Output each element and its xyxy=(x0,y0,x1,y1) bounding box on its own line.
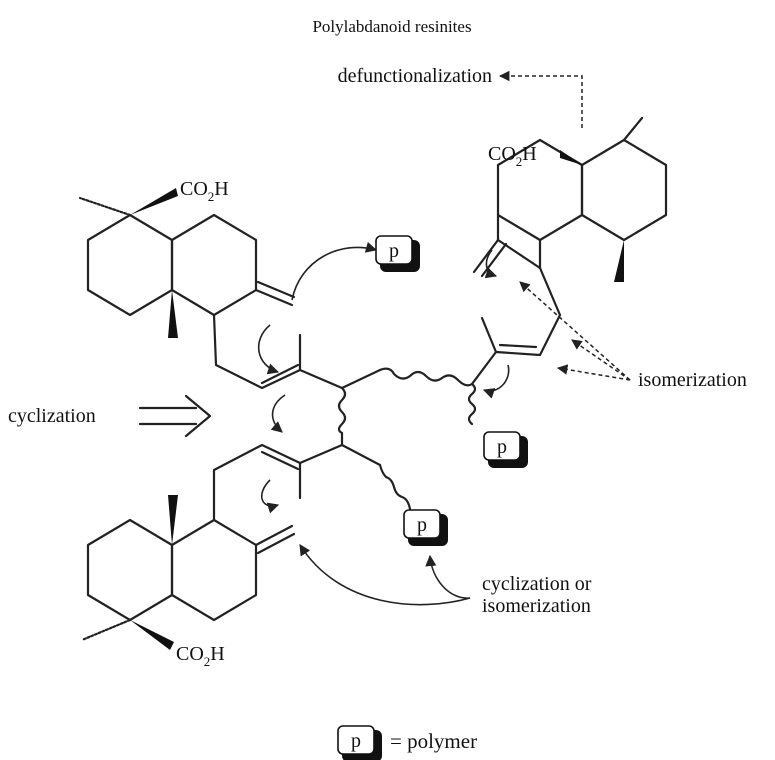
top-right-labdane-unit xyxy=(472,116,668,357)
cyclization-label: cyclization xyxy=(8,405,96,427)
legend: p = polymer xyxy=(337,725,477,760)
polymer-box-top: p xyxy=(375,235,420,272)
isomerization-label: isomerization xyxy=(638,369,747,391)
isomerization-label-2: isomerization xyxy=(482,595,591,617)
curved-arrows xyxy=(257,241,510,606)
polymer-box-middle: p xyxy=(403,509,448,546)
top-right-acid-label: CO2H xyxy=(488,143,537,169)
cyclization-or-label: cyclization or xyxy=(482,573,592,595)
legend-text: = polymer xyxy=(390,729,477,753)
top-left-labdane-unit xyxy=(78,188,344,390)
bottom-left-acid-label: CO2H xyxy=(176,643,225,669)
polymer-backbone xyxy=(337,350,498,511)
polymer-box-right: p xyxy=(483,431,528,468)
svg-text:p: p xyxy=(417,514,427,536)
diagram-title: Polylabdanoid resinites xyxy=(312,17,471,36)
top-left-acid-label: CO2H xyxy=(180,178,229,204)
svg-text:p: p xyxy=(389,240,399,262)
cyclization-double-arrow xyxy=(138,394,212,438)
legend-box-label: p xyxy=(351,730,361,752)
svg-text:p: p xyxy=(497,436,507,458)
dashed-arrows xyxy=(498,70,631,381)
defunctionalization-label: defunctionalization xyxy=(338,65,492,87)
bottom-left-labdane-unit xyxy=(80,443,344,650)
